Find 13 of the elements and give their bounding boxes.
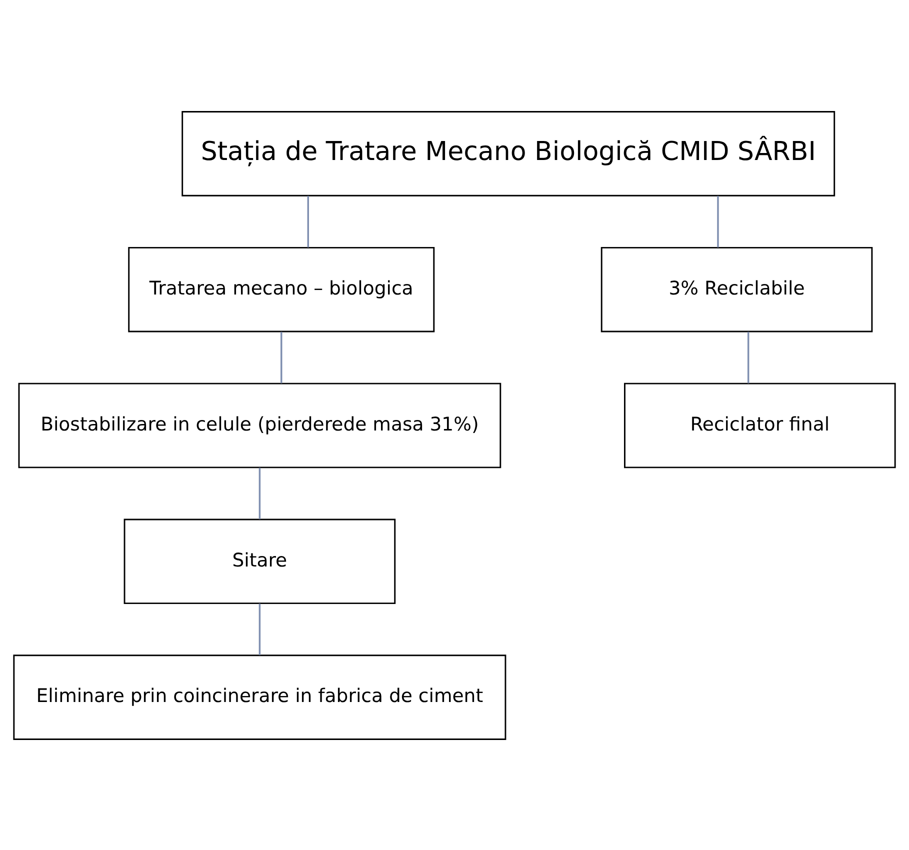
connector <box>280 331 282 383</box>
connector <box>747 331 750 383</box>
node-box: Sitare <box>124 518 396 604</box>
connector <box>258 603 261 655</box>
connector <box>258 467 261 519</box>
connector <box>307 195 309 247</box>
connector <box>717 195 719 247</box>
node-box: Eliminare prin coincinerare in fabrica de ciment <box>13 654 506 740</box>
node-box: Stația de Tratare Mecano Biologică CMID SÂRBI <box>182 110 836 196</box>
node-box: Reciclator final <box>624 382 896 468</box>
node-box: Tratarea mecano – biologica <box>128 246 435 332</box>
node-box: Biostabilizare in celule (pierderede masa 31%) <box>18 382 502 468</box>
node-box: 3% Reciclabile <box>600 246 873 332</box>
